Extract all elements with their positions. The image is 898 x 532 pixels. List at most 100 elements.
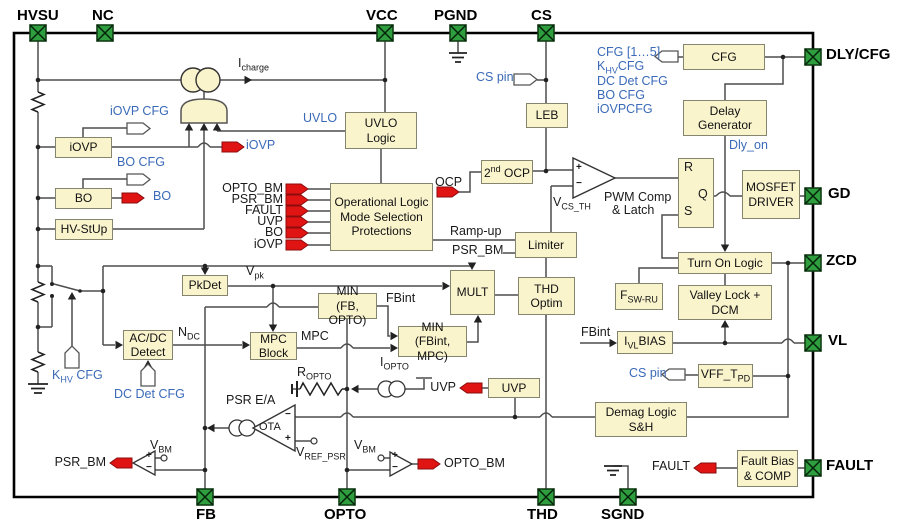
leb-block: LEB: [526, 103, 568, 128]
turn-on-logic-block: Turn On Logic: [678, 252, 772, 274]
pin-opto: [338, 488, 356, 506]
in-psrbm-label: PSR_BM: [231, 192, 283, 206]
pin-cs: [537, 24, 555, 42]
cfg-list-1: CFG [1…5]: [597, 45, 661, 59]
dcdet-cfg-label: DC Det CFG: [114, 387, 185, 401]
pin-pgnd: [449, 24, 467, 42]
psrbm-comp-minus: −: [146, 462, 152, 473]
iovp-out-label: iOVP: [246, 138, 276, 152]
pin-label-zcd: ZCD: [826, 252, 857, 269]
iovp-in-tag: [285, 239, 309, 251]
pin-label-sgnd: SGND: [601, 506, 645, 523]
pin-label-vl: VL: [828, 332, 848, 349]
pin-hvsu: [29, 24, 47, 42]
pin-label-nc: NC: [92, 7, 114, 24]
pwm-comparator: [572, 156, 617, 200]
reference-terminals: [160, 437, 385, 462]
vref-psr-label: VREF_PSR: [296, 445, 346, 462]
cfg-block: CFG: [683, 44, 765, 70]
iovp-out-tag: [221, 141, 245, 153]
iopto-current-source: [377, 380, 406, 398]
ropto-label: ROPTO: [297, 365, 332, 382]
psrbm-out-tag: [109, 457, 133, 469]
hv-stup-block: HV-StUp: [55, 219, 113, 240]
vcsth-label: VCS_TH: [553, 195, 591, 212]
latch-s-label: S: [684, 204, 693, 218]
pwm-plus-sign: +: [576, 162, 582, 173]
second-ocp-block: 2nd OCP: [481, 160, 533, 184]
in-iovp-label: iOVP: [253, 237, 283, 251]
pin-sgnd: [619, 488, 637, 506]
fault-out-tag: [693, 462, 717, 474]
dcdet-cfg-flag: [140, 363, 156, 387]
optobm-comp-plus: +: [392, 450, 398, 461]
opto-bm-comparator: [389, 450, 414, 478]
dly-on-label: Dly_on: [729, 138, 768, 152]
in-optobm-label: OPTO_BM: [222, 181, 283, 195]
pin-label-cs: CS: [531, 7, 552, 24]
vbm-label-right: VBM: [354, 438, 376, 455]
psrbm-in-tag: [285, 194, 309, 206]
rampup-label: Ramp-up: [450, 224, 502, 238]
min-fb-opto-block: MIN(FB, OPTO): [318, 284, 377, 327]
iovp-block: iOVP: [55, 137, 112, 158]
pin-zcd: [804, 254, 822, 272]
uvlo-signal-label: UVLO: [303, 111, 338, 125]
cfg-list-5: iOVPCFG: [597, 102, 653, 116]
khv-cfg-label: KHV CFG: [52, 368, 103, 385]
fault-in-tag: [285, 205, 309, 217]
cfg-list-2: KHVCFG: [597, 59, 645, 76]
fault-bias-block: Fault Bias& COMP: [737, 450, 798, 487]
vbm-label-left: VBM: [150, 438, 172, 455]
ndc-label: NDC: [178, 325, 201, 342]
valley-lock-block: Valley Lock +DCM: [678, 285, 772, 320]
or-gate-shape: [180, 98, 228, 124]
psr-ea-label: PSR E/A: [226, 393, 276, 407]
bo-cfg-label: BO CFG: [117, 155, 165, 169]
optobm-comp-minus: −: [392, 462, 398, 473]
ota-minus-sign: −: [285, 409, 291, 420]
icharge-label: Icharge: [238, 56, 270, 73]
bo-in-tag: [285, 227, 309, 239]
pin-fb: [196, 488, 214, 506]
pwm-latch-label: & Latch: [612, 203, 655, 217]
uvp-out-tag: [459, 382, 483, 394]
optobm-out-label: OPTO_BM: [444, 456, 505, 470]
latch-r-label: R: [684, 160, 694, 174]
optobm-out-tag: [417, 458, 441, 470]
pin-gd: [804, 187, 822, 205]
cs-pin-flag: [513, 73, 538, 86]
junction-dots: [35, 54, 791, 473]
pin-nc: [96, 24, 114, 42]
psr-bm-comparator: [131, 449, 156, 477]
pwm-minus-sign: −: [576, 178, 582, 189]
pin-label-thd: THD: [527, 506, 558, 523]
pin-label-fault: FAULT: [826, 457, 874, 474]
uvp-block: UVP: [488, 378, 540, 398]
ivl-bias-block: IVLBIAS: [617, 331, 673, 354]
pkdet-block: PkDet: [182, 275, 228, 296]
bo-out-tag: [121, 192, 145, 204]
ota-current-source: [228, 419, 256, 437]
ground-symbols: [28, 52, 622, 476]
resistor-symbols: [30, 91, 347, 397]
psrbm-limiter-label: PSR_BM: [452, 243, 504, 257]
iopto-label: IOPTO: [380, 355, 409, 372]
uvp-in-tag: [285, 216, 309, 228]
pin-dlycfg: [804, 48, 822, 66]
psr-ota-amplifier: [251, 403, 296, 453]
pin-fault: [804, 459, 822, 477]
bo-cfg-flag: [126, 173, 151, 186]
mult-block: MULT: [450, 270, 495, 315]
cs-pin-tag-label-2: CS pin: [629, 366, 667, 380]
psrbm-comp-plus: +: [146, 450, 152, 461]
psrbm-out-label: PSR_BM: [54, 455, 106, 469]
cfg-list-3: DC Det CFG: [597, 74, 668, 88]
fbint-label-1: FBint: [386, 291, 416, 305]
